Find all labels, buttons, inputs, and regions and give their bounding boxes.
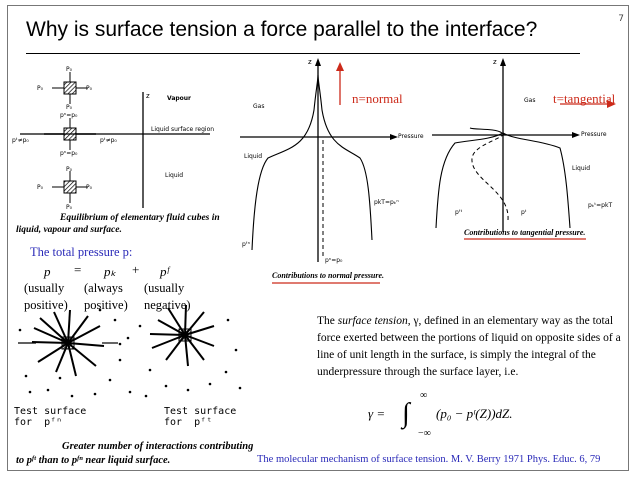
eq-p: p (44, 264, 51, 279)
formula-sub: −∞ (418, 428, 431, 439)
cube-surface (44, 118, 96, 150)
tangential-z-label: z (493, 58, 497, 66)
tangential-dashed-curve (471, 132, 509, 221)
tangential-pt: pᵗ (521, 209, 527, 216)
def-text-1: The (317, 315, 338, 327)
eq-note-1: (usually positive) (24, 281, 68, 312)
citation: The molecular mechanism of surface tensi… (257, 454, 601, 465)
formula-lhs: γ = (368, 406, 386, 421)
tangential-pft: pᶠᵗ (455, 209, 463, 216)
def-term: surface tension (337, 315, 408, 327)
title-underline (26, 53, 580, 54)
p0-top: P₀ (66, 66, 73, 73)
formula-body: (p₀ − pᵗ(Z))dZ. (436, 406, 513, 421)
slide-frame (7, 5, 629, 471)
tangential-gas: Gas (524, 97, 536, 104)
def-text-2: , γ, defined in an elementary way as the… (317, 315, 621, 378)
total-pressure-label: The total pressure p: (30, 245, 133, 259)
cubes-caption-1: Equilibrium of elementary fluid cubes in (60, 213, 220, 223)
p0-liquid-right: P₀ (86, 184, 93, 191)
normal-z-label: z (308, 58, 312, 66)
pn-bottom: pⁿ=p₀ (60, 150, 78, 157)
eq-note-3: (usually negative) (144, 281, 191, 312)
eq-pk: pₖ (104, 264, 117, 279)
eq-equals: = (74, 262, 82, 277)
tangential-liquid: Liquid (572, 165, 591, 172)
p0-bottom: P₀ (66, 104, 73, 111)
interactions-caption-1: Greater number of interactions contribut… (62, 441, 254, 452)
normal-pfn: pᶠⁿ (242, 241, 250, 248)
p0-liquid-top: P₀ (66, 166, 73, 173)
test-surface-left: Test surface for pᶠⁿ (14, 406, 87, 428)
label-liquid-surface-region: Liquid surface region (151, 126, 215, 133)
normal-pkt: pkT=pₖⁿ (374, 199, 399, 206)
eq-note-2: (always positive) (84, 281, 128, 312)
pn-top: pⁿ=p₀ (60, 112, 78, 119)
normal-annotation: n=normal (352, 91, 403, 106)
pt-left: pᵗ≠p₀ (12, 137, 29, 144)
eq-pf: pᶠ (160, 264, 169, 279)
label-vapour: Vapour (167, 95, 192, 102)
normal-pn: pⁿ=p₀ (325, 257, 343, 264)
cube-vapour (52, 72, 88, 104)
normal-liquid: Liquid (244, 153, 263, 160)
test-surface-right: Test surface for pᶠᵗ (164, 406, 237, 428)
interactions-caption-2: to pᶠᵗ than to pᶠⁿ near liquid surface. (16, 455, 171, 466)
surface-tension-definition: The surface tension, γ, defined in an el… (317, 313, 637, 381)
normal-caption: Contributions to normal pressure. (272, 271, 385, 280)
slide-title: Why is surface tension a force parallel … (26, 18, 538, 41)
pt-right: pᵗ≠p₀ (100, 137, 117, 144)
cubes-caption-2: liquid, vapour and surface. (16, 225, 122, 235)
normal-gas: Gas (253, 103, 265, 110)
tangential-kinetic-curve (435, 132, 571, 229)
tangential-caption: Contributions to tangential pressure. (464, 228, 586, 237)
cubes-z-label: z (146, 92, 150, 100)
eq-plus: + (132, 262, 140, 277)
p0-liquid-bottom: P₀ (66, 204, 73, 211)
molecule-dots (18, 308, 242, 398)
p0-left: P₀ (37, 85, 44, 92)
tangential-annotation: t=tangential (553, 91, 616, 106)
label-liquid: Liquid (165, 172, 184, 179)
formula-sup: ∞ (420, 390, 428, 401)
integral-sign: ∫ (402, 398, 410, 429)
page-number: 7 (618, 14, 624, 24)
p0-liquid-left: P₀ (37, 184, 44, 191)
tangential-pkt: pₖᵗ=pkT (588, 202, 613, 209)
normal-pressure-curve (251, 74, 373, 251)
p0-right: P₀ (86, 85, 93, 92)
tangential-pressure-label: Pressure (581, 131, 607, 138)
normal-pressure-label: Pressure (398, 133, 424, 140)
cube-liquid (52, 171, 88, 203)
